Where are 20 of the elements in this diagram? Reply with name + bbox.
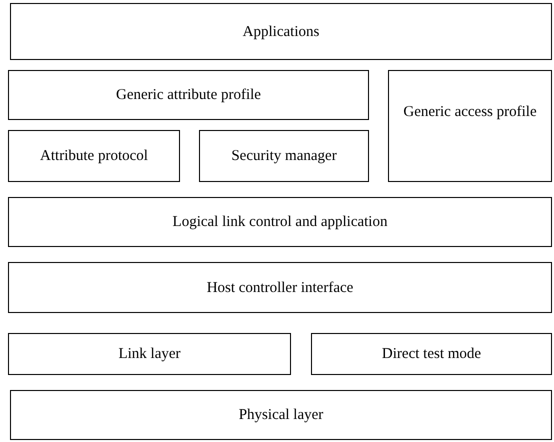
layer-box <box>10 3 552 60</box>
layer-label: Host controller interface <box>206 278 354 296</box>
layer-box <box>8 130 180 182</box>
layer-label: Applications <box>242 22 320 40</box>
layer-box <box>199 130 369 182</box>
layer-box <box>311 333 552 375</box>
layer-label: Direct test mode <box>382 345 482 363</box>
layer-box <box>10 390 552 440</box>
layer-box <box>8 197 552 247</box>
layer-label: Logical link control and application <box>172 213 388 231</box>
layer-box <box>8 262 552 313</box>
layer-box <box>8 70 369 120</box>
layer-label: Physical layer <box>238 406 324 424</box>
layer-box <box>388 70 552 182</box>
layer-label: Security manager <box>231 147 337 165</box>
layer-box <box>8 333 291 375</box>
layer-label: Generic access profile <box>403 103 537 121</box>
layer-label: Link layer <box>118 345 181 363</box>
layer-label: Generic attribute profile <box>116 86 261 104</box>
layer-label: Attribute protocol <box>40 147 148 165</box>
